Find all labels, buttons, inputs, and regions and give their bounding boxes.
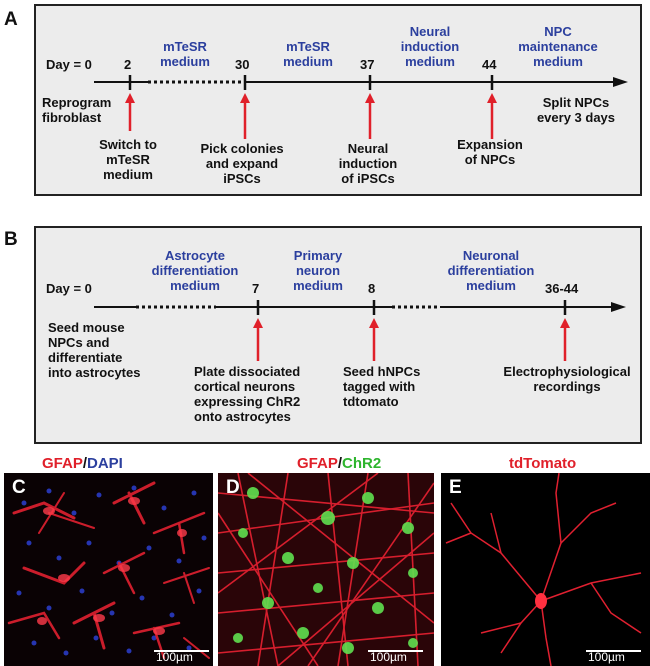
tick-label-a-2: 2 bbox=[124, 57, 132, 72]
scale-label-d: 100µm bbox=[370, 650, 407, 664]
scale-bar-c bbox=[154, 650, 209, 652]
tick-label-b-36-44: 36-44 bbox=[545, 281, 579, 296]
tick-label-b-8: 8 bbox=[368, 281, 376, 296]
title-c: GFAP/DAPI bbox=[42, 455, 123, 472]
panel-label-d: D bbox=[226, 477, 240, 498]
panel-label-a: A bbox=[4, 9, 18, 30]
scale-label-e: 100µm bbox=[588, 650, 625, 664]
panel-label-b: B bbox=[4, 229, 18, 250]
timeline-b-graphic bbox=[94, 300, 626, 361]
tick-label-a-44: 44 bbox=[482, 57, 497, 72]
neuron-astrocyte-image bbox=[218, 473, 434, 666]
tick-label-a-37: 37 bbox=[360, 57, 375, 72]
tick-label-b-7: 7 bbox=[252, 281, 260, 296]
title-e: tdTomato bbox=[509, 455, 577, 472]
day-zero-label-b: Day = 0 bbox=[46, 281, 92, 296]
micrograph-d-gfap-chr2: D 100µm bbox=[218, 473, 434, 666]
panel-label-c: C bbox=[12, 477, 26, 498]
astrocyte-image bbox=[4, 473, 213, 666]
timeline-box-a bbox=[34, 4, 642, 196]
tdtomato-neuron-image bbox=[441, 473, 650, 666]
panel-label-e: E bbox=[449, 477, 462, 498]
timeline-box-b bbox=[34, 226, 642, 444]
title-d: GFAP/ChR2 bbox=[297, 455, 382, 472]
micrograph-e-tdtomato: E 100µm bbox=[441, 473, 650, 666]
micrograph-c-gfap-dapi: C 100µm bbox=[4, 473, 213, 666]
scale-bar-e bbox=[586, 650, 641, 652]
timeline-a-graphic bbox=[94, 75, 628, 139]
day-zero-label-a: Day = 0 bbox=[46, 57, 92, 72]
scale-label-c: 100µm bbox=[156, 650, 193, 664]
tick-label-a-30: 30 bbox=[235, 57, 250, 72]
scale-bar-d bbox=[368, 650, 423, 652]
